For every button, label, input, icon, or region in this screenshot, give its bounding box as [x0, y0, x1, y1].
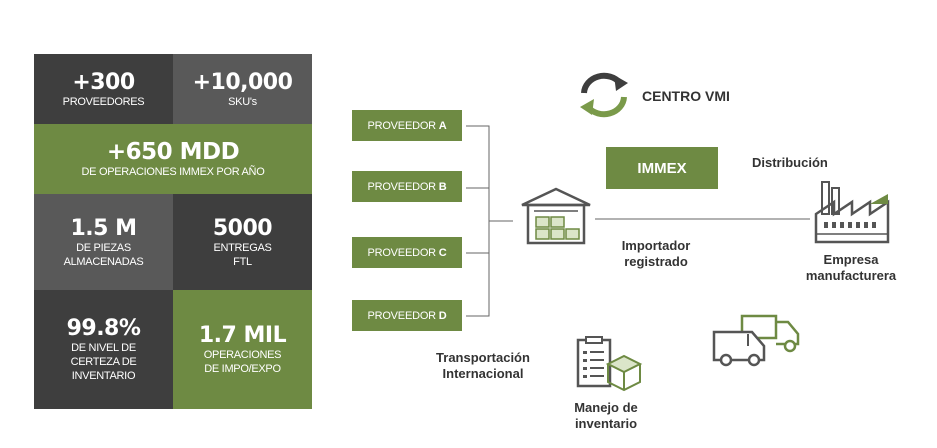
stat-operaciones-value: +650 MDD — [106, 139, 240, 165]
provider-d-letter: D — [438, 309, 447, 322]
immex-label: IMMEX — [637, 159, 687, 177]
importador-line2: registrado — [624, 254, 688, 269]
provider-b-letter: B — [438, 180, 447, 193]
provider-d-prefix: PROVEEDOR — [367, 309, 439, 322]
stat-proveedores-value: +300 — [72, 69, 135, 95]
provider-d-box: PROVEEDOR D — [352, 300, 462, 331]
manejo-line1: Manejo de — [574, 400, 638, 415]
trucks-icon — [712, 314, 800, 367]
importador-line1: Importador — [621, 238, 691, 253]
stat-proveedores: +300 PROVEEDORES — [34, 54, 173, 124]
stat-piezas-label-2: ALMACENADAS — [63, 255, 144, 268]
stat-certeza: 99.8% DE NIVEL DE CERTEZA DE INVENTARIO — [34, 290, 173, 409]
stat-operaciones: +650 MDD DE OPERACIONES IMMEX POR AÑO — [34, 124, 312, 194]
provider-c-letter: C — [438, 246, 447, 259]
stat-entregas-label-1: ENTREGAS — [213, 241, 272, 254]
stat-proveedores-label: PROVEEDORES — [62, 95, 145, 108]
distribucion-label: Distribución — [752, 155, 828, 170]
stat-entregas: 5000 ENTREGAS FTL — [173, 194, 312, 290]
stat-certeza-label-3: INVENTARIO — [71, 370, 136, 382]
stat-piezas-label-1: DE PIEZAS — [76, 241, 131, 254]
stat-certeza-value: 99.8% — [66, 316, 141, 341]
factory-icon — [814, 181, 890, 244]
stat-impo-label-2: DE IMPO/EXPO — [204, 363, 281, 375]
stat-skus-label: SKU's — [228, 95, 257, 108]
stat-impo-value: 1.7 MIL — [198, 323, 287, 348]
stat-certeza-label-1: DE NIVEL DE — [71, 342, 136, 354]
stats-panel: +300 PROVEEDORES +10,000 SKU's +650 MDD … — [34, 54, 312, 409]
empresa-line2: manufacturera — [805, 268, 897, 283]
inventory-clipboard-icon — [576, 336, 643, 392]
empresa-line1: Empresa — [823, 252, 879, 267]
centro-vmi-label: CENTRO VMI — [642, 88, 730, 104]
stat-operaciones-label: DE OPERACIONES IMMEX POR AÑO — [81, 166, 265, 178]
provider-b-box: PROVEEDOR B — [352, 171, 462, 202]
manejo-line2: inventario — [574, 416, 638, 431]
immex-box: IMMEX — [606, 147, 718, 189]
stat-piezas-value: 1.5 M — [70, 215, 137, 241]
transporte-label: Transportación Internacional — [420, 350, 546, 382]
stat-skus-value: +10,000 — [192, 69, 293, 95]
provider-a-letter: A — [438, 119, 447, 132]
stat-impo-label-1: OPERACIONES — [203, 349, 282, 361]
empresa-label: Empresa manufacturera — [788, 252, 914, 284]
provider-b-prefix: PROVEEDOR — [367, 180, 439, 193]
stat-entregas-value: 5000 — [212, 215, 273, 241]
provider-a-box: PROVEEDOR A — [352, 110, 462, 141]
stat-impo: 1.7 MIL OPERACIONES DE IMPO/EXPO — [173, 290, 312, 409]
transporte-line2: Internacional — [442, 366, 524, 381]
stat-skus: +10,000 SKU's — [173, 54, 312, 124]
stat-entregas-label-2: FTL — [233, 255, 252, 268]
stat-certeza-label-2: CERTEZA DE — [70, 356, 137, 368]
importador-label: Importador registrado — [598, 238, 714, 270]
manejo-label: Manejo de inventario — [556, 400, 656, 432]
recycle-arrows-icon — [580, 72, 628, 118]
warehouse-icon — [521, 187, 591, 245]
stat-piezas: 1.5 M DE PIEZAS ALMACENADAS — [34, 194, 173, 290]
provider-c-prefix: PROVEEDOR — [367, 246, 439, 259]
provider-a-prefix: PROVEEDOR — [367, 119, 439, 132]
transporte-line1: Transportación — [436, 350, 530, 365]
provider-c-box: PROVEEDOR C — [352, 237, 462, 268]
